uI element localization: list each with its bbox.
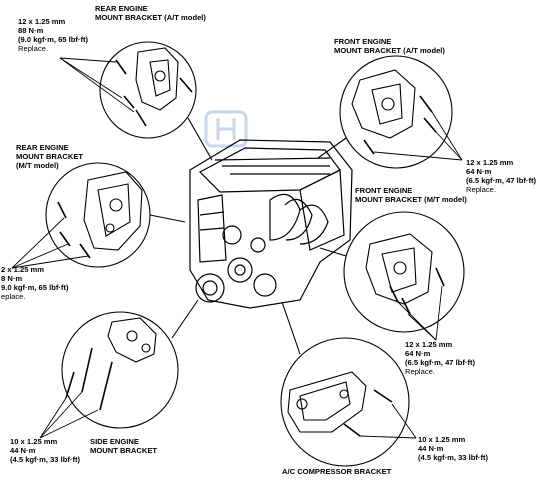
label-rear-mt-title: REAR ENGINE MOUNT BRACKET (M/T model) [16, 143, 84, 170]
label-ac-spec: 10 x 1.25 mm 44 N·m (4.5 kgf·m, 33 lbf·f… [418, 435, 489, 462]
watermark-logo [204, 110, 248, 148]
label-rear-at-title: REAR ENGINE MOUNT BRACKET (A/T model) [95, 4, 206, 22]
label-side-title: SIDE ENGINE MOUNT BRACKET [90, 437, 158, 455]
detail-circle-ac [280, 337, 410, 467]
label-front-at-title: FRONT ENGINE MOUNT BRACKET (A/T model) [334, 37, 445, 55]
engine-block [189, 139, 353, 309]
detail-circle-rear-mt [45, 162, 151, 268]
detail-circle-front-mt [343, 211, 465, 333]
label-ac-title: A/C COMPRESSOR BRACKET [282, 467, 392, 476]
bolts-front-mt [389, 267, 445, 315]
bracket-rear-at [135, 47, 179, 111]
bolts-rear-at [115, 59, 193, 127]
bolts-ac [343, 389, 393, 437]
bracket-ac [287, 371, 367, 433]
label-rear-mt-spec: 2 x 1.25 mm 8 N·m 9.0 kgf·m, 65 lbf·ft)e… [1, 265, 69, 301]
bracket-side [107, 317, 157, 363]
detail-circle-front-at [339, 55, 453, 169]
label-front-mt-title: FRONT ENGINE MOUNT BRACKET (M/T model) [355, 186, 467, 204]
label-side-spec: 10 x 1.25 mm 44 N·m (4.5 kgf·m, 33 lbf·f… [10, 437, 81, 464]
detail-circle-side [61, 311, 179, 429]
bolts-rear-mt [57, 201, 91, 259]
label-front-at-spec: 12 x 1.25 mm 64 N·m (6.5 kgf·m, 47 lbf·f… [466, 158, 537, 194]
bracket-rear-mt [83, 171, 143, 251]
bolts-front-at [363, 95, 437, 155]
detail-circle-rear-at [99, 41, 197, 139]
bracket-front-mt [365, 233, 433, 305]
label-rear-at-spec: 12 x 1.25 mm 88 N·m (9.0 kgf·m, 65 lbf·f… [18, 17, 89, 53]
bracket-front-at [351, 69, 416, 139]
bolts-side [65, 347, 113, 411]
label-front-mt-spec: 12 x 1.25 mm 64 N·m (6.5 kgf·m, 47 lbf·f… [405, 340, 476, 376]
